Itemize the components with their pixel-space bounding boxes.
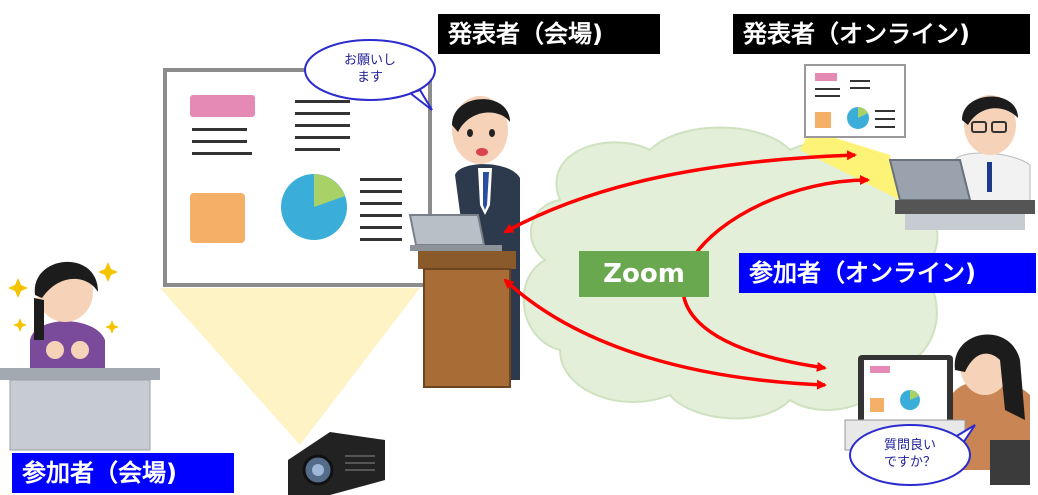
- label-participant-online: 参加者（オンライン): [739, 253, 1036, 293]
- presenter-bubble-text: お願いし ます: [325, 52, 415, 86]
- presenter-speech-bubble: [304, 39, 436, 111]
- zoom-label: Zoom: [579, 251, 709, 297]
- question-bubble-line2: ですか？: [883, 455, 936, 470]
- arrow-venue-to-online-participant: [503, 278, 827, 390]
- presenter-bubble-line2: ます: [356, 70, 383, 85]
- projector-icon: [288, 432, 385, 495]
- question-speech-bubble: [849, 424, 976, 486]
- question-bubble-line1: 質問良い: [883, 438, 936, 453]
- online-participant-figure: [844, 334, 1030, 485]
- venue-participant-figure: [0, 261, 160, 451]
- label-presenter-online: 発表者（オンライン): [733, 14, 1030, 54]
- podium-laptop: [408, 214, 502, 251]
- projection-screen: [163, 68, 432, 287]
- podium: [418, 251, 516, 388]
- label-participant-venue: 参加者（会場): [12, 453, 234, 493]
- arrow-venue-to-online-presenter: [503, 150, 857, 234]
- question-bubble-text: 質問良い ですか？: [862, 437, 958, 471]
- presenter-bubble-line1: お願いし: [343, 53, 396, 68]
- label-presenter-venue: 発表者（会場): [438, 14, 660, 54]
- projector-beam: [160, 288, 420, 445]
